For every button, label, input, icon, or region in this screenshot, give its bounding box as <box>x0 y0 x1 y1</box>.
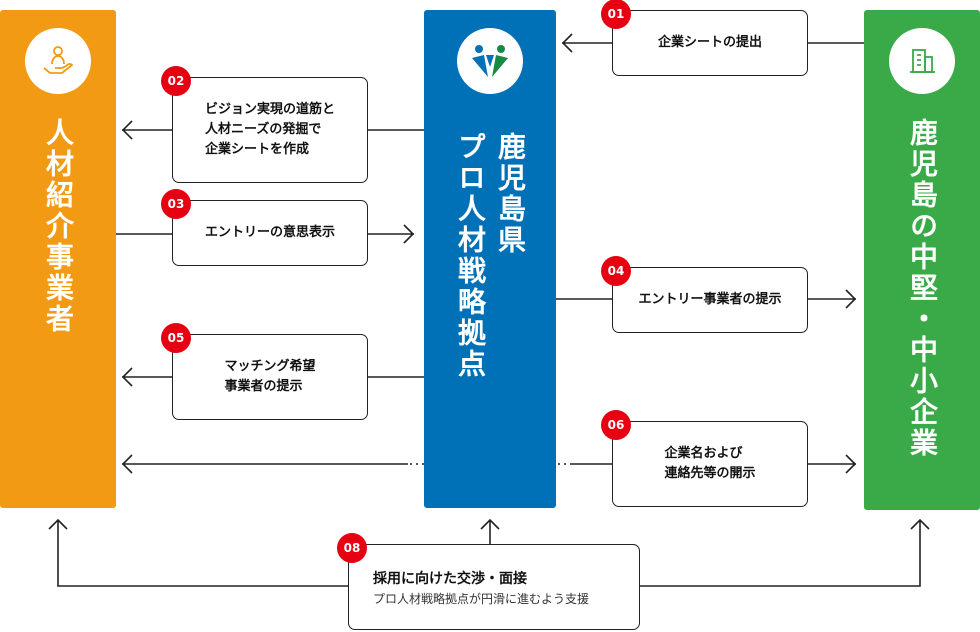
step-badge: 08 <box>337 533 367 563</box>
step-badge: 04 <box>601 256 631 286</box>
agency-title: 人材紹介事業者 <box>42 118 75 335</box>
base-column: 鹿児島県プロ人材戦略拠点 <box>424 10 556 508</box>
step-text: マッチング希望 事業者の提示 <box>224 359 316 394</box>
agency-column: 人材紹介事業者 <box>0 10 116 508</box>
step-02-box: 02 ビジョン実現の道筋と 人材ニーズの発掘で 企業シートを作成 <box>161 66 368 183</box>
step-subtext: プロ人材戦略拠点が円滑に進むよう支援 <box>373 592 590 606</box>
step-06-box: 06 企業名および 連絡先等の開示 <box>601 410 808 507</box>
step-08-box: 08 採用に向けた交渉・面接 プロ人材戦略拠点が円滑に進むよう支援 <box>337 533 640 630</box>
step-badge: 02 <box>161 66 191 96</box>
company-title: 鹿児島の中堅・中小企業 <box>906 118 939 459</box>
step-text: 企業シートの提出 <box>657 35 762 50</box>
step-badge: 01 <box>601 0 631 29</box>
step-badge: 05 <box>161 323 191 353</box>
step-badge: 03 <box>161 189 191 219</box>
base-title-line2: プロ人材戦略拠点 <box>454 132 487 380</box>
step-01-box: 01 企業シートの提出 <box>601 0 808 76</box>
step-text: 採用に向けた交渉・面接 <box>373 571 527 587</box>
step-text: ビジョン実現の道筋と 人材ニーズの発掘で 企業シートを作成 <box>204 102 335 157</box>
step-text: 企業名および 連絡先等の開示 <box>664 446 756 481</box>
building-icon <box>889 28 955 94</box>
step-05-box: 05 マッチング希望 事業者の提示 <box>161 323 368 420</box>
step-text: エントリー事業者の提示 <box>638 292 782 307</box>
step-badge: 06 <box>601 410 631 440</box>
people-logo-icon <box>457 28 523 94</box>
step-04-box: 04 エントリー事業者の提示 <box>601 256 808 333</box>
company-column: 鹿児島の中堅・中小企業 <box>864 10 980 510</box>
step-text: エントリーの意思表示 <box>204 225 335 240</box>
step-03-box: 03 エントリーの意思表示 <box>161 189 368 266</box>
hand-person-icon <box>25 28 91 94</box>
base-title-line1: 鹿児島県 <box>494 132 527 256</box>
